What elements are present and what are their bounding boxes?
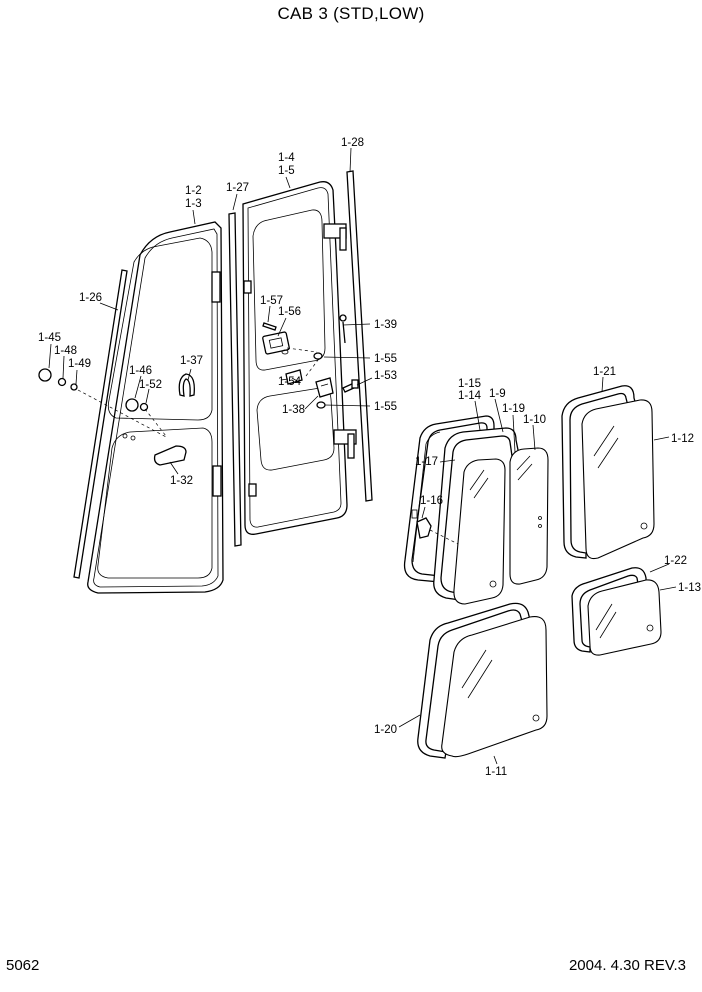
label-1-37: 1-37 [180, 355, 203, 367]
screw-1-57 [262, 322, 277, 331]
leader-lines [48, 147, 677, 765]
label-1-12: 1-12 [671, 433, 694, 445]
glass-1-13 [587, 579, 662, 656]
label-1-16: 1-16 [420, 495, 443, 507]
label-1-54: 1-54 [278, 376, 302, 388]
label-1-21: 1-21 [593, 366, 616, 378]
glass-1-12 [581, 399, 655, 560]
door-frame-1-2 [87, 221, 224, 594]
washer-1-55-upper [313, 352, 323, 360]
label-1-3: 1-3 [185, 198, 202, 210]
bolt-1-53 [342, 379, 359, 393]
label-1-22: 1-22 [664, 555, 687, 567]
knob-1-46 [125, 398, 139, 412]
label-1-52: 1-52 [139, 379, 162, 391]
label-1-19: 1-19 [502, 403, 525, 415]
glass-1-10 [509, 447, 549, 585]
bracket-1-16 [411, 509, 432, 539]
seal-strip-1-26 [73, 269, 128, 579]
label-1-55-lower: 1-55 [374, 401, 397, 413]
label-1-48: 1-48 [54, 345, 77, 357]
label-1-26: 1-26 [79, 292, 102, 304]
label-1-5: 1-5 [278, 165, 295, 177]
label-1-53: 1-53 [374, 370, 397, 382]
glass-1-17 [453, 458, 506, 605]
glass-1-11 [441, 615, 548, 758]
knob-1-45 [38, 368, 52, 382]
label-1-15: 1-15 [458, 378, 481, 390]
label-1-13: 1-13 [678, 582, 701, 594]
seal-strip-1-28 [346, 170, 373, 502]
label-1-14: 1-14 [458, 390, 482, 402]
label-1-20: 1-20 [374, 724, 397, 736]
seal-strip-1-27 [228, 212, 242, 547]
label-1-4: 1-4 [278, 152, 295, 164]
label-1-32: 1-32 [170, 475, 193, 487]
revision-date: 2004. 4.30 REV.3 [568, 957, 686, 974]
label-1-28: 1-28 [341, 137, 364, 149]
pin-1-39 [339, 314, 347, 344]
washer-1-55-lower [316, 401, 326, 409]
label-1-55-upper: 1-55 [374, 353, 397, 365]
label-1-38: 1-38 [282, 404, 305, 416]
door-frame-1-4 [242, 181, 357, 535]
nut-1-49 [70, 383, 78, 391]
latch-handle-1-32 [122, 433, 187, 466]
label-1-9: 1-9 [489, 388, 506, 400]
label-1-57: 1-57 [260, 295, 283, 307]
label-1-56: 1-56 [278, 306, 301, 318]
diagram-title: CAB 3 (STD,LOW) [277, 4, 425, 23]
inner-handle-1-37 [178, 373, 195, 397]
frame-1-22 [571, 567, 647, 653]
label-1-27: 1-27 [226, 182, 249, 194]
label-1-46: 1-46 [129, 365, 152, 377]
label-1-2: 1-2 [185, 185, 202, 197]
label-1-45: 1-45 [38, 332, 61, 344]
label-1-17: 1-17 [415, 456, 438, 468]
washer-1-52 [139, 402, 149, 412]
lock-plate-1-56 [262, 331, 290, 355]
label-1-39: 1-39 [374, 319, 397, 331]
label-1-49: 1-49 [68, 358, 91, 370]
striker-1-54 [280, 369, 303, 385]
part-labels: 1-2 1-3 1-26 1-27 1-4 1-5 1-28 1-45 1-48… [38, 137, 701, 778]
lock-1-38 [315, 377, 334, 398]
washer-1-48 [57, 377, 67, 387]
label-1-10: 1-10 [523, 414, 546, 426]
label-1-11: 1-11 [485, 766, 507, 778]
page-number: 5062 [6, 957, 40, 974]
